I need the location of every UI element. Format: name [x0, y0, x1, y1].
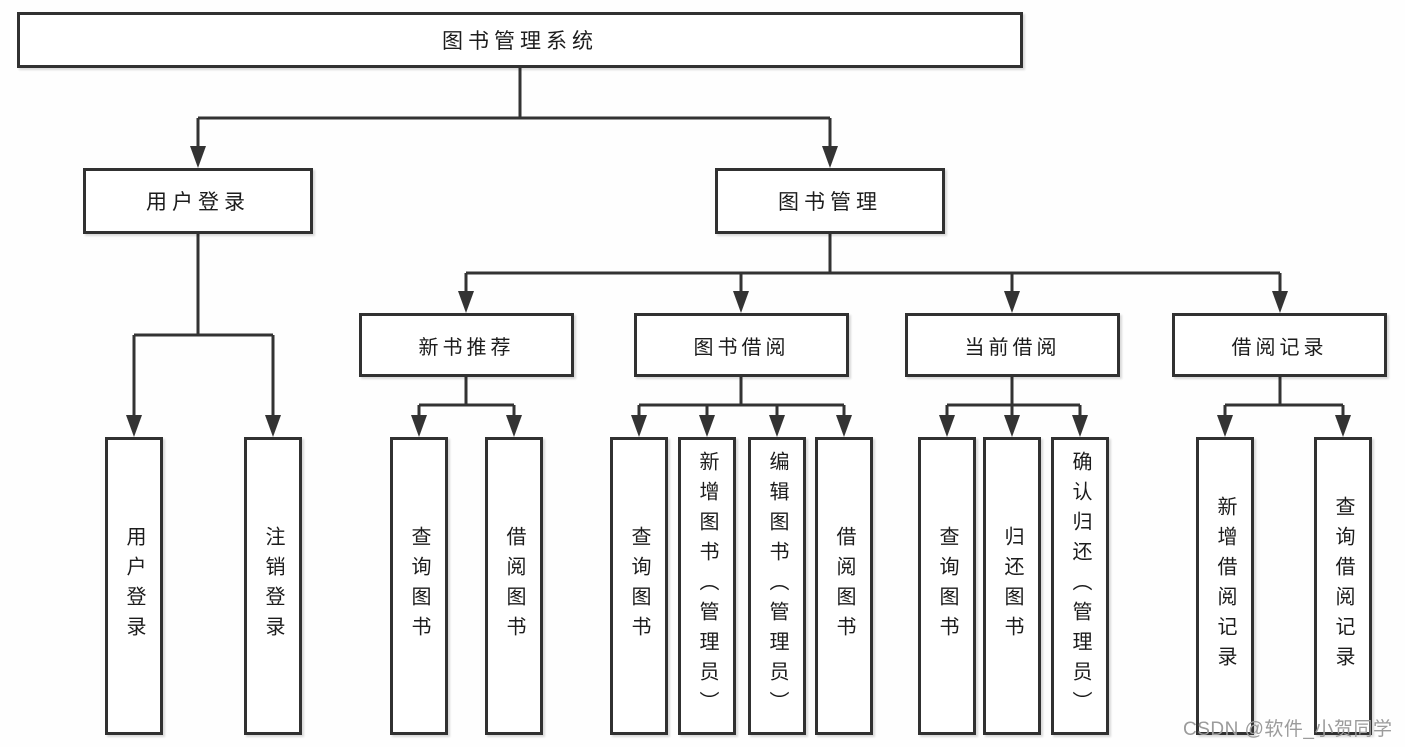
- leaf-add-book-admin: 新增图书（管理员）: [678, 437, 736, 735]
- leaf-label: 查询借阅记录: [1332, 496, 1354, 676]
- leaf-label: 用户登录: [123, 526, 145, 646]
- leaf-borrow-books: 借阅图书: [815, 437, 873, 735]
- arrowhead: [1217, 415, 1233, 437]
- node-user-login: 用户登录: [83, 168, 313, 234]
- leaf-query-borrow-record: 查询借阅记录: [1314, 437, 1372, 735]
- leaf-return-books: 归还图书: [983, 437, 1041, 735]
- leaf-label: 查询图书: [408, 526, 430, 646]
- connector-borrow-records: [1223, 377, 1345, 416]
- leaf-label: 新增借阅记录: [1214, 496, 1236, 676]
- leaf-label: 确认归还（管理员）: [1069, 451, 1091, 721]
- connector-new-book-recommend: [417, 377, 516, 416]
- connector-root: [196, 68, 832, 148]
- leaf-label: 查询图书: [628, 526, 650, 646]
- leaf-query-books: 查询图书: [610, 437, 668, 735]
- arrowhead: [1004, 415, 1020, 437]
- leaf-query-books: 查询图书: [918, 437, 976, 735]
- arrowhead: [190, 146, 206, 168]
- arrowhead: [506, 415, 522, 437]
- arrowhead: [769, 415, 785, 437]
- arrowhead: [699, 415, 715, 437]
- arrowhead: [411, 415, 427, 437]
- leaf-add-borrow-record: 新增借阅记录: [1196, 437, 1254, 735]
- arrowhead: [1272, 291, 1288, 313]
- connector-book-management: [464, 234, 1282, 292]
- leaf-label: 编辑图书（管理员）: [766, 451, 788, 721]
- arrowhead: [733, 291, 749, 313]
- leaf-label: 借阅图书: [503, 526, 525, 646]
- node-borrow-records: 借阅记录: [1172, 313, 1387, 377]
- arrowhead: [126, 415, 142, 437]
- connector-book-borrow: [637, 377, 846, 416]
- leaf-borrow-books: 借阅图书: [485, 437, 543, 735]
- node-current-borrow: 当前借阅: [905, 313, 1120, 377]
- node-book-management: 图书管理: [715, 168, 945, 234]
- leaf-label: 借阅图书: [833, 526, 855, 646]
- leaf-label: 新增图书（管理员）: [696, 451, 718, 721]
- node-root: 图书管理系统: [17, 12, 1023, 68]
- leaf-label: 注销登录: [262, 526, 284, 646]
- arrowhead: [265, 415, 281, 437]
- node-new-book-recommend: 新书推荐: [359, 313, 574, 377]
- arrowhead: [1335, 415, 1351, 437]
- connector-user-login: [132, 234, 275, 416]
- arrowhead: [836, 415, 852, 437]
- node-book-borrow: 图书借阅: [634, 313, 849, 377]
- leaf-confirm-return-admin: 确认归还（管理员）: [1051, 437, 1109, 735]
- arrowhead: [822, 146, 838, 168]
- connector-current-borrow: [945, 377, 1082, 416]
- leaf-edit-book-admin: 编辑图书（管理员）: [748, 437, 806, 735]
- leaf-query-books: 查询图书: [390, 437, 448, 735]
- arrowhead: [631, 415, 647, 437]
- arrowhead: [458, 291, 474, 313]
- arrowhead: [1004, 291, 1020, 313]
- arrowhead: [939, 415, 955, 437]
- leaf-label: 查询图书: [936, 526, 958, 646]
- leaf-logout: 注销登录: [244, 437, 302, 735]
- csdn-watermark: CSDN @软件_小贺同学: [1183, 719, 1393, 740]
- leaf-label: 归还图书: [1001, 526, 1023, 646]
- arrowhead: [1072, 415, 1088, 437]
- leaf-user-login: 用户登录: [105, 437, 163, 735]
